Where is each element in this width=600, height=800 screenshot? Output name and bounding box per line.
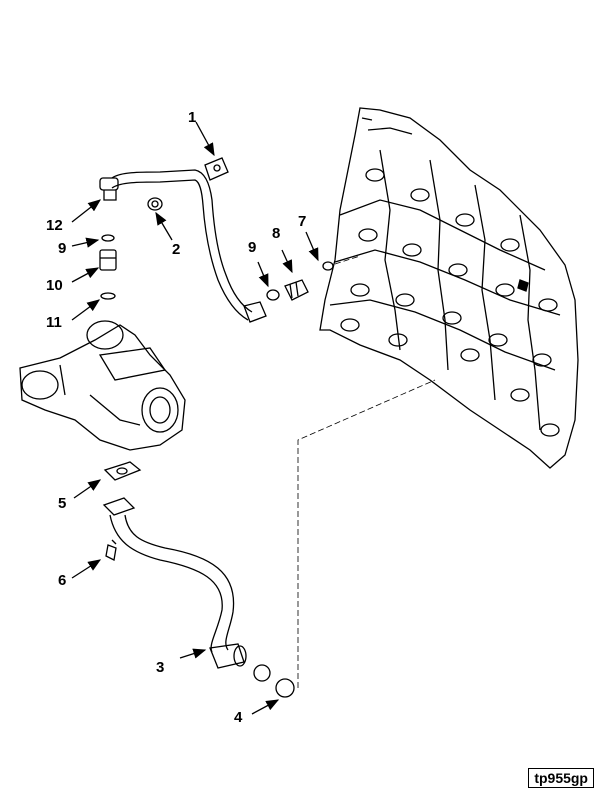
callout-2: 2 xyxy=(172,241,180,258)
oil-drain-tube xyxy=(102,497,247,669)
callout-1: 1 xyxy=(188,109,196,126)
part-5-gasket xyxy=(103,461,142,481)
callout-9-left: 9 xyxy=(58,240,66,257)
callout-8: 8 xyxy=(272,225,280,242)
figure-id-label: tp955gp xyxy=(528,768,594,788)
callout-10: 10 xyxy=(46,277,63,294)
callout-7: 7 xyxy=(298,213,306,230)
callout-arrows xyxy=(71,121,319,715)
callout-3: 3 xyxy=(156,659,164,676)
callout-12: 12 xyxy=(46,217,63,234)
part-4-orings xyxy=(253,664,295,698)
oil-supply-tube xyxy=(99,157,267,323)
leader-lines xyxy=(297,255,436,688)
engine-block xyxy=(319,107,579,469)
fitting-stack-left xyxy=(99,234,117,300)
callout-4: 4 xyxy=(234,709,243,726)
turbocharger xyxy=(19,320,186,451)
callout-11: 11 xyxy=(46,314,62,331)
part-2-nut xyxy=(147,197,163,211)
fitting-group-right xyxy=(266,261,334,301)
callout-5: 5 xyxy=(58,495,66,512)
callout-9-right: 9 xyxy=(248,239,256,256)
callout-6: 6 xyxy=(58,572,66,589)
